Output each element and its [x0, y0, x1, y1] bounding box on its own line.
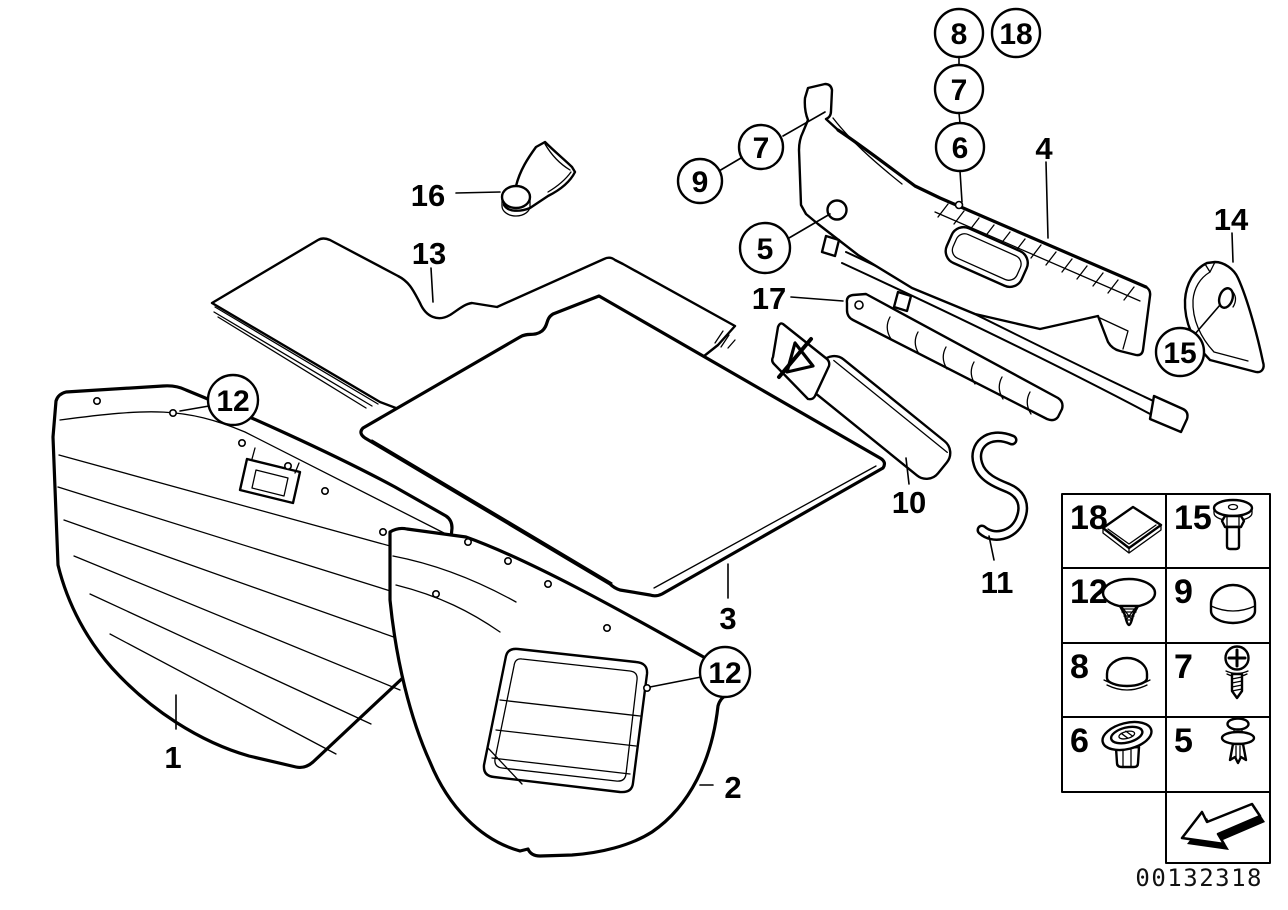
tapping-screw-icon	[1224, 645, 1250, 700]
callout-circle-9: 9	[676, 157, 724, 205]
clip-hole	[954, 200, 964, 210]
part-labels: 16 13 17 4 14 10 11 3 1 2	[164, 131, 1249, 805]
part-16-bracket	[500, 140, 577, 217]
legend-number: 7	[1174, 648, 1193, 686]
legend-cell-7: 7	[1174, 645, 1250, 700]
part-4-rear-sill-panel	[797, 82, 1189, 434]
grip-opening	[944, 225, 1029, 289]
part-3-trunk-floor-mat	[359, 294, 887, 598]
leader-lines	[175, 56, 1234, 786]
part-10-warning-triangle-box	[771, 322, 952, 480]
part-label-4: 4	[1035, 131, 1053, 166]
callout-circle-7-upper: 7	[933, 63, 985, 115]
expanding-rivet-icon	[1220, 717, 1256, 765]
legend-cell-9: 9	[1174, 573, 1257, 625]
legend-number: 6	[1070, 722, 1089, 760]
callout-number: 8	[951, 18, 968, 51]
spreading-clip-icon	[1101, 577, 1157, 627]
part-label-17: 17	[752, 281, 786, 316]
legend-cell-8: 8	[1070, 648, 1151, 691]
legend-number: 8	[1070, 648, 1089, 686]
cover-cap-icon	[1209, 583, 1257, 625]
rivet-hole	[826, 199, 848, 221]
legend-number: 15	[1174, 499, 1212, 537]
callout-circle-15: 15	[1154, 326, 1206, 378]
screw-hole	[1217, 287, 1235, 309]
legend-number: 9	[1174, 573, 1193, 611]
callout-number: 7	[951, 74, 968, 107]
legend-cell-12: 12	[1070, 573, 1157, 627]
circled-callouts: 8 18 7 6 7 9 5 12	[206, 7, 1206, 699]
callout-number: 6	[952, 132, 969, 165]
part-label-2: 2	[724, 770, 741, 805]
plug-icon	[1103, 656, 1151, 691]
part-label-16: 16	[411, 178, 445, 213]
legend-number: 12	[1070, 573, 1108, 611]
callout-number: 12	[708, 657, 741, 690]
parts-legend-table: 18 15 12 9	[1061, 493, 1271, 864]
callout-number: 12	[216, 385, 249, 418]
part-label-14: 14	[1214, 202, 1249, 237]
part-11-hook	[971, 431, 1029, 541]
blind-rivet-icon	[1212, 498, 1254, 551]
part-label-13: 13	[412, 236, 446, 271]
part-1-left-trim-panel	[51, 384, 454, 770]
legend-cell-5: 5	[1174, 717, 1256, 765]
part-14-cover	[1183, 260, 1265, 374]
legend-cell-15: 15	[1174, 498, 1254, 551]
part-2-right-trim-panel	[388, 526, 747, 858]
callout-number: 18	[999, 18, 1032, 51]
part-label-10: 10	[892, 485, 926, 520]
legend-cell-18: 18	[1070, 499, 1163, 554]
direction-arrow-icon	[1180, 802, 1265, 850]
legend-cell-6: 6	[1070, 720, 1153, 769]
callout-circle-7-left: 7	[737, 123, 785, 171]
part-label-3: 3	[719, 601, 736, 636]
callout-circle-6: 6	[934, 121, 986, 173]
part-17-support-strip	[845, 292, 1064, 422]
callout-circle-5: 5	[738, 221, 792, 275]
document-number: 00132318	[1135, 864, 1263, 892]
legend-number: 5	[1174, 722, 1193, 760]
callout-circle-12-left: 12	[206, 373, 260, 427]
adhesive-pad-icon	[1101, 505, 1163, 554]
part-label-1: 1	[164, 740, 181, 775]
callout-number: 5	[757, 233, 774, 266]
callout-number: 9	[692, 166, 709, 199]
callout-circle-8: 8	[933, 7, 985, 59]
legend-number: 18	[1070, 499, 1108, 537]
callout-circle-12-right: 12	[698, 645, 752, 699]
callout-circle-18: 18	[990, 7, 1042, 59]
part-label-11: 11	[981, 565, 1014, 600]
callout-number: 7	[753, 132, 770, 165]
callout-number: 15	[1163, 337, 1196, 370]
oval-grommet-icon	[1101, 720, 1153, 769]
warning-triangle-icon	[785, 341, 815, 374]
